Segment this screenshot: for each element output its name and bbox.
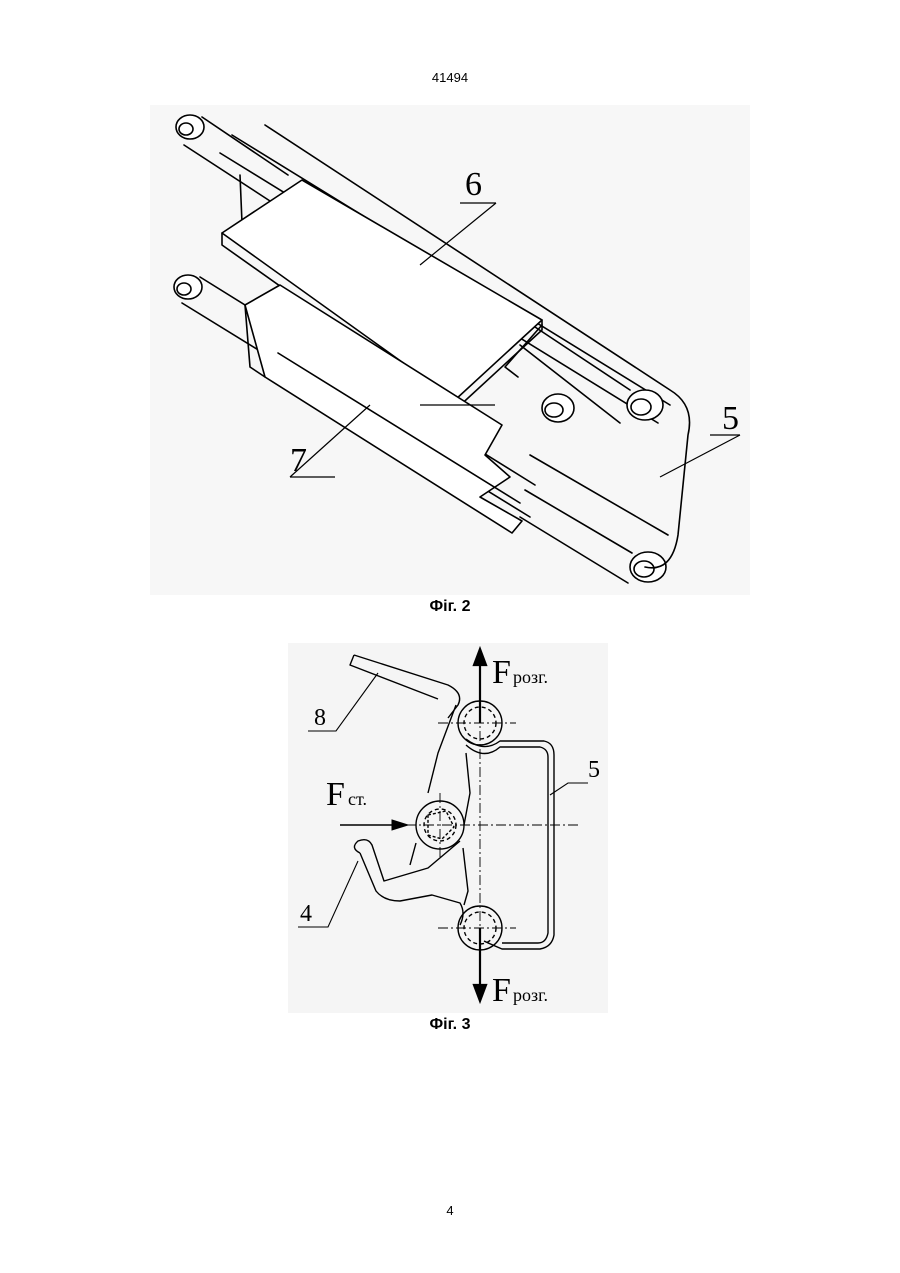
label-part-4: 4 bbox=[300, 901, 312, 927]
label-part-8: 8 bbox=[314, 705, 326, 731]
force-top-subscript: розг. bbox=[513, 667, 548, 687]
label-part-7: 7 bbox=[290, 442, 307, 479]
page-number: 4 bbox=[0, 1203, 900, 1218]
force-side-label: F bbox=[326, 776, 345, 813]
figure-3-drawing: 8 5 4 F розг. F ст. F розг. bbox=[288, 643, 608, 1013]
label-part-5-section: 5 bbox=[588, 757, 600, 783]
figure-2-caption: Фіг. 2 bbox=[0, 598, 900, 616]
figure-2-drawing: 6 7 5 bbox=[150, 105, 750, 595]
force-side-subscript: ст. bbox=[348, 789, 367, 809]
force-bottom-subscript: розг. bbox=[513, 985, 548, 1005]
figure-3-caption: Фіг. 3 bbox=[0, 1016, 900, 1034]
document-number: 41494 bbox=[0, 70, 900, 85]
force-top-label: F bbox=[492, 654, 511, 691]
force-bottom-label: F bbox=[492, 972, 511, 1009]
label-part-5: 5 bbox=[722, 400, 739, 437]
label-part-6: 6 bbox=[465, 166, 482, 203]
